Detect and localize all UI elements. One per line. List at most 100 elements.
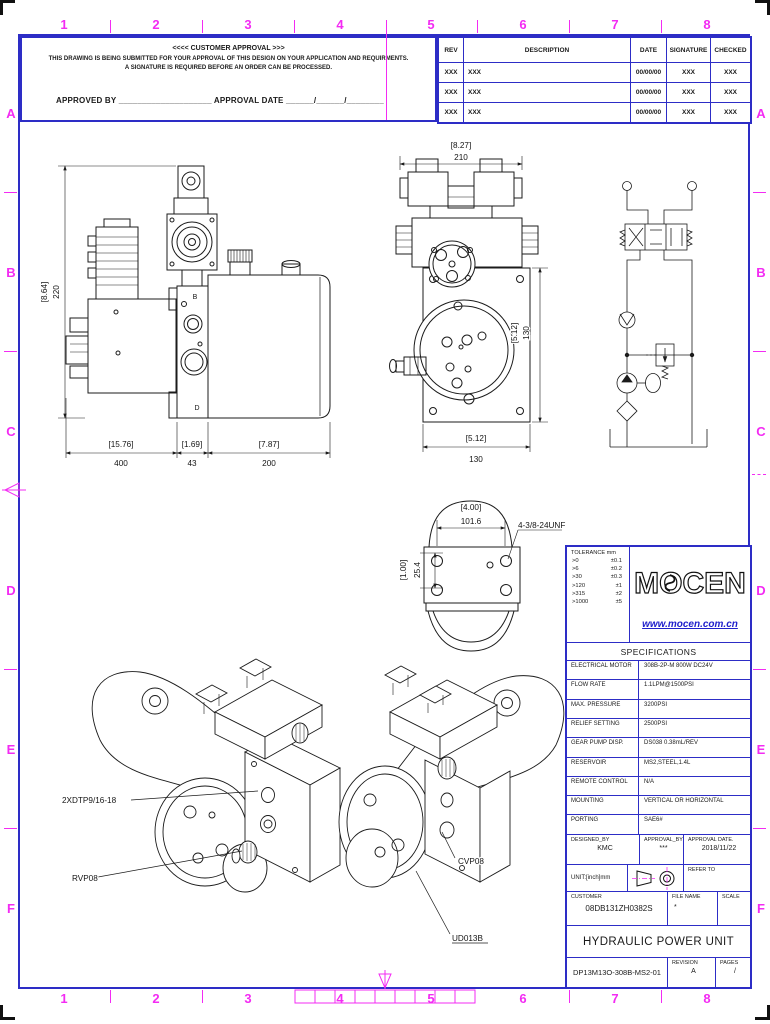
approval-by-label: APPROVAL_BY: [644, 837, 683, 843]
specifications-header: SPECIFICATIONS: [567, 642, 750, 660]
approval-date-label: APPROVAL DATE.: [688, 837, 734, 843]
spec-value: SAE6#: [644, 817, 663, 824]
rev-header: CHECKED: [710, 38, 750, 62]
dim-offset-mm: 25.4: [413, 562, 422, 578]
approval-signature-line: APPROVED BY ____________________ APPROVA…: [56, 96, 384, 105]
zone-tick: [569, 990, 570, 1003]
corner-mark: [755, 0, 770, 3]
spec-label: RELIEF SETTING: [567, 718, 639, 739]
drawing-title: HYDRAULIC POWER UNIT: [567, 925, 750, 957]
dim-width-mm: 210: [454, 153, 468, 162]
zone-col-label: 2: [152, 991, 160, 1006]
spec-label: RESERVOIR: [567, 757, 639, 777]
scale-label: SCALE: [722, 894, 740, 900]
drawing-number: DP13M13O-308B-MS2-01: [573, 968, 661, 977]
spec-label: PORTING: [567, 815, 639, 835]
zone-col-label: 4: [336, 17, 344, 32]
spec-value: DS038 0.38mL/REV: [644, 740, 699, 747]
zone-tick: [569, 20, 570, 33]
detail-view-dimensions: [420, 520, 562, 589]
end-view-linework: [389, 158, 539, 423]
tol-value: ±0.1: [610, 558, 622, 564]
tol-range: >0: [572, 558, 579, 564]
spec-row: GEAR PUMP DISP. DS038 0.38mL/REV: [567, 737, 750, 758]
customer-value: 08DB131ZH0382S: [585, 904, 653, 913]
zone-tick: [4, 669, 17, 670]
brand-logo: MOCEN www.mocen.com.cn: [630, 547, 750, 642]
approved-by-blank[interactable]: ____________________: [118, 96, 212, 105]
tol-range: >1000: [572, 599, 589, 606]
sheet-border: [18, 34, 750, 989]
callout-rvp: RVP08: [72, 874, 98, 883]
approved-by-label: APPROVED BY: [56, 96, 117, 105]
corner-mark: [0, 0, 15, 3]
corner-mark: [755, 1017, 770, 1020]
dim-width-inch: [8.27]: [451, 141, 472, 150]
approval-date-blank[interactable]: ______/______/________: [286, 96, 384, 105]
callout-cvp: CVP08: [458, 857, 484, 866]
zone-tick: [753, 828, 766, 829]
zone-col-label: 3: [244, 17, 252, 32]
rev-cell: XXX: [463, 102, 630, 122]
zone-col-label: 7: [611, 991, 619, 1006]
zone-tick: [753, 669, 766, 670]
spec-row: FLOW RATE 1.1LPM@1500PSI: [567, 679, 750, 700]
zone-row-label: F: [757, 901, 765, 916]
approval-date-label: APPROVAL DATE: [213, 96, 284, 105]
revision-label: REVISION: [672, 960, 698, 966]
approval-line2: A SIGNATURE IS REQUIRED BEFORE AN ORDER …: [124, 65, 333, 71]
dim-endwidth-inch: [5.12]: [466, 434, 487, 443]
spec-label: FLOW RATE: [567, 680, 639, 700]
dim-height-mm: 220: [52, 285, 61, 299]
hydraulic-schematic: [609, 181, 708, 448]
pages-label: PAGES: [720, 960, 739, 966]
unit-row: UNIT:[inch]mm REFER TO: [567, 864, 750, 891]
approval-title: <<<< CUSTOMER APPROVAL >>>: [172, 45, 285, 52]
zone-tick: [661, 990, 662, 1003]
approval-line1: THIS DRAWING IS BEING SUBMITTED FOR YOUR…: [48, 56, 409, 62]
rev-cell: XXX: [439, 82, 463, 102]
zone-col-label: 3: [244, 991, 252, 1006]
spec-value: 2500PSI: [644, 720, 668, 727]
tol-value: ±0.3: [610, 574, 622, 581]
zone-row-label: A: [756, 106, 766, 121]
file-name-value: *: [674, 904, 677, 911]
customer-row: CUSTOMER 08DB131ZH0382S FILE NAME * SCAL…: [567, 891, 750, 925]
zone-tick: [477, 20, 478, 33]
revision-table: REV DESCRIPTION DATE SIGNATURE CHECKED X…: [437, 36, 752, 124]
rev-cell: XXX: [710, 82, 750, 102]
spec-value: N/A: [644, 778, 655, 785]
rev-cell: XXX: [439, 102, 463, 122]
zone-row-label: A: [6, 106, 16, 121]
spec-value: 1.1LPM@1500PSI: [644, 682, 694, 689]
callout-leaders: [97, 790, 488, 944]
customer-approval-box: <<<< CUSTOMER APPROVAL >>> THIS DRAWING …: [20, 36, 437, 122]
dim-detail-inch: [4.00]: [461, 503, 482, 512]
dim-endheight-mm: 130: [522, 326, 531, 340]
zone-tick: [202, 990, 203, 1003]
rev-cell: XXX: [666, 62, 710, 82]
zone-col-label: 6: [519, 17, 527, 32]
tol-value: ±5: [615, 599, 622, 606]
rev-cell: XXX: [463, 82, 630, 102]
dim-manifold-mm: 43: [187, 459, 197, 468]
end-view-dimensions: [399, 156, 548, 452]
spec-row: PORTING SAE6#: [567, 814, 750, 835]
zone-row-label: C: [6, 424, 16, 439]
tol-value: ±1: [615, 582, 622, 589]
port-label-b: B: [193, 294, 198, 301]
tol-value: ±0.2: [610, 566, 622, 573]
projection-symbol-icon: [631, 866, 674, 890]
zone-tick: [110, 20, 111, 33]
mocen-logo-icon: MOCEN: [634, 566, 747, 600]
tol-range: >315: [572, 590, 586, 597]
brand-url[interactable]: www.mocen.com.cn: [642, 619, 738, 630]
customer-label: CUSTOMER: [571, 894, 602, 900]
spec-value: 3200PSI: [644, 701, 668, 708]
rev-cell: XXX: [710, 102, 750, 122]
dim-endwidth-mm: 130: [469, 455, 483, 464]
number-row: DP13M13O-308B-MS2-01 REVISION A PAGES /: [567, 957, 750, 987]
zone-col-label: 1: [60, 17, 68, 32]
zone-row-label: B: [6, 265, 16, 280]
